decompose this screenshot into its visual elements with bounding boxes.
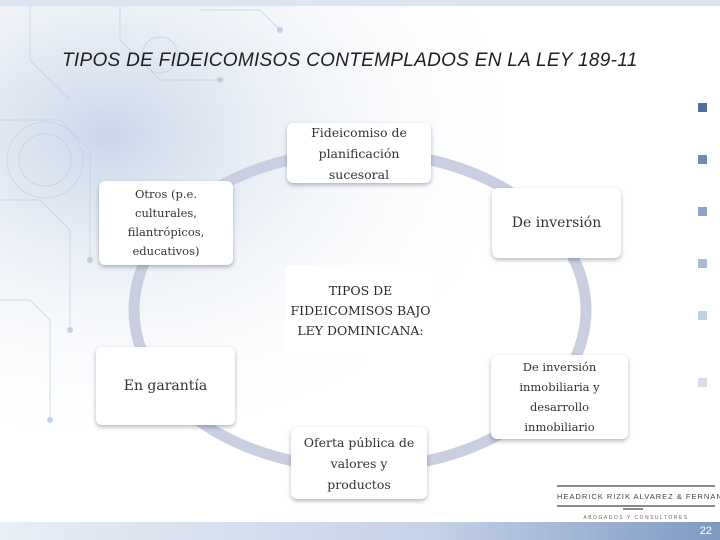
slide-title: TIPOS DE FIDEICOMISOS CONTEMPLADOS EN LA… [62, 50, 638, 71]
footer-bar [0, 522, 720, 540]
node-planificacion-sucesoral: Fideicomiso de planificación sucesoral [287, 123, 431, 183]
diagram-center: TIPOS DE FIDEICOMISOS BAJO LEY DOMINICAN… [285, 265, 436, 357]
accent-squares [698, 103, 707, 387]
node-garantia: En garantía [96, 347, 235, 425]
logo-frame [557, 485, 715, 510]
node-otros: Otros (p.e. culturales, filantrópicos, e… [99, 181, 233, 265]
page-number: 22 [699, 525, 712, 537]
node-oferta-publica: Oferta pública de valores y productos [291, 427, 427, 499]
logo-subtitle: ABOGADOS Y CONSULTORES [583, 515, 689, 521]
node-inversion-inmobiliaria: De inversión inmobiliaria y desarrollo i… [491, 355, 628, 439]
logo-name: HEADRICK RIZIK ALVAREZ & FERNANDEZ [557, 492, 720, 501]
node-inversion: De inversión [492, 188, 621, 258]
